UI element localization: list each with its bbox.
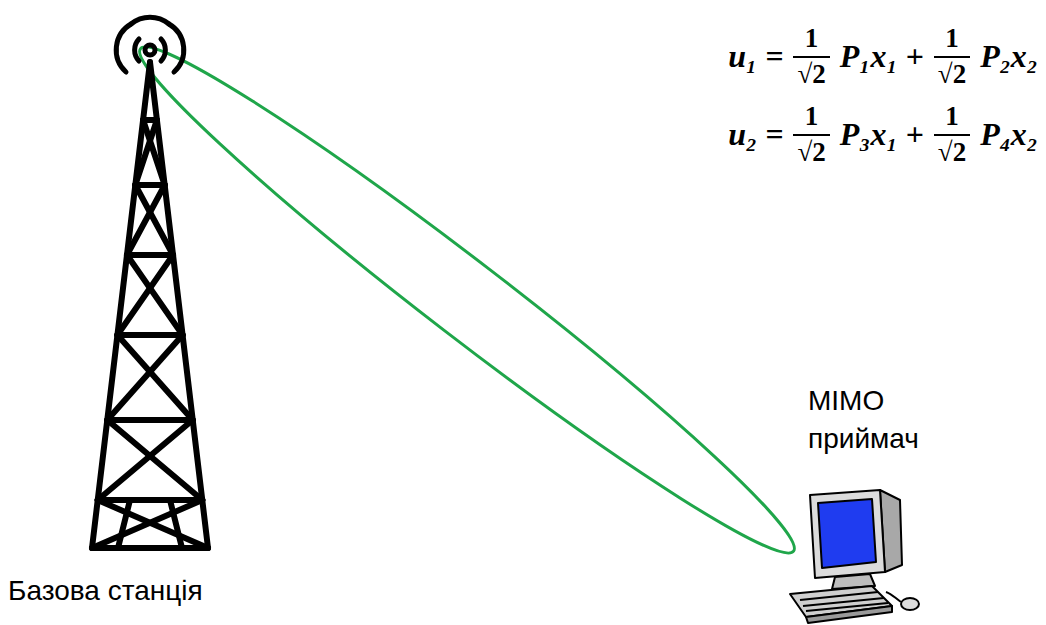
- equation-term-text: P₄x₂: [980, 116, 1038, 152]
- receiver-label: MIMO приймач: [808, 385, 919, 454]
- equation-term: P₁x₁ +: [840, 38, 924, 75]
- fraction: 1√2: [793, 102, 829, 167]
- fraction-denominator: √2: [793, 136, 829, 168]
- computer-symbol: [790, 490, 919, 623]
- equation-term: u₂ =: [728, 116, 783, 153]
- station-label-box: Базова станція: [8, 572, 203, 610]
- equation-term-text: u₁ =: [728, 38, 783, 74]
- fraction-numerator: 1: [934, 24, 970, 58]
- antenna-symbol: [116, 17, 184, 72]
- fraction: 1√2: [934, 102, 970, 167]
- fraction-denominator: √2: [934, 136, 970, 168]
- equation-term-text: P₃x₁ +: [840, 116, 924, 152]
- equation-term-text: P₂x₂: [980, 38, 1038, 74]
- receiver-label-box: MIMO приймач: [808, 382, 958, 458]
- equation-term-text: u₂ =: [728, 116, 783, 152]
- fraction: 1√2: [793, 24, 829, 89]
- beam-ellipse: [117, 19, 816, 582]
- tower-symbol: [92, 62, 208, 548]
- equation-term: P₄x₂: [980, 116, 1038, 153]
- fraction-numerator: 1: [934, 102, 970, 136]
- equation-row: u₂ =1√2P₃x₁ +1√2P₄x₂: [728, 102, 1038, 167]
- fraction-numerator: 1: [793, 102, 829, 136]
- fraction-denominator: √2: [793, 58, 829, 90]
- equation-term: u₁ =: [728, 38, 783, 75]
- station-label: Базова станція: [8, 575, 203, 606]
- equation-term: P₂x₂: [980, 38, 1038, 75]
- fraction-numerator: 1: [793, 24, 829, 58]
- equation-row: u₁ =1√2P₁x₁ +1√2P₂x₂: [728, 24, 1038, 89]
- fraction-denominator: √2: [934, 58, 970, 90]
- equation-term: P₃x₁ +: [840, 116, 924, 153]
- fraction: 1√2: [934, 24, 970, 89]
- equation-term-text: P₁x₁ +: [840, 38, 924, 74]
